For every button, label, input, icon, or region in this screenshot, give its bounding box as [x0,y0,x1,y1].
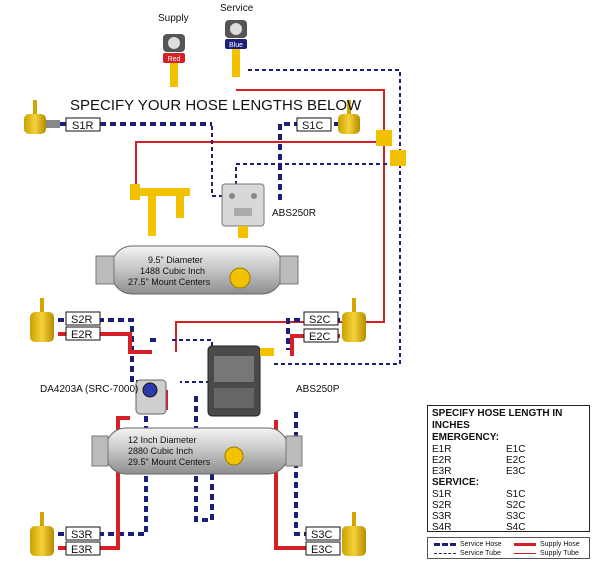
abs250p-modulator-icon [207,345,274,417]
hose-label-s2c: S2C [303,311,339,326]
spec-cell-e3r[interactable]: E3R [432,466,452,477]
supply-tube-main [135,89,385,188]
svg-text:S2C: S2C [309,314,330,326]
brake-chamber-icon-1-left [24,100,60,134]
hose-label-e3c: E3C [305,541,341,556]
spec-row: E1R E1C [432,444,585,455]
svg-text:S1R: S1R [72,120,93,132]
tank-bottom-line1: 12 Inch Diameter [128,435,197,445]
spec-row: S1R S1C [432,489,585,500]
svg-text:S3C: S3C [311,529,332,541]
spec-cell-e2r[interactable]: E2R [432,455,452,466]
legend-supply-hose: Supply Hose [514,541,580,548]
spec-cell-e1c[interactable]: E1C [506,444,526,455]
fitting-manifold-top [130,130,406,236]
brake-chamber-icon-1-right [338,100,360,134]
spec-cell-s3r[interactable]: S3R [432,511,452,522]
hose-s1c [278,122,340,200]
spec-row: S4R S4C [432,522,585,533]
supply-gladhand-label: Supply [158,13,189,24]
spec-cell-s3c[interactable]: S3C [506,511,526,522]
hose-s3c [294,412,340,536]
hose-label-s3c: S3C [305,526,341,541]
hose-legend: Service Hose Service Tube Supply Hose Su… [427,537,590,559]
supply-tube-right-vertical [175,142,385,352]
tank-top-line1: 9.5" Diameter [148,255,203,265]
svg-text:E2R: E2R [71,329,92,341]
tank-top-line3: 27.5" Mount Centers [128,277,211,287]
svg-text:E3C: E3C [311,544,332,556]
spec-service-heading: SERVICE: [432,477,480,488]
legend-supply-tube: Supply Tube [514,550,579,557]
hose-length-spec-table: SPECIFY HOSE LENGTH IN INCHES EMERGENCY:… [427,405,590,533]
spec-emergency-heading: EMERGENCY: [432,432,500,443]
abs250r-label: ABS250R [272,208,316,219]
relay-valve-label: DA4203A (SRC-7000) [40,384,138,395]
hose-label-e3r: E3R [65,541,101,556]
hose-s2c [286,318,340,350]
spec-row: E2R E2C [432,455,585,466]
legend-service-hose: Service Hose [434,541,502,548]
service-tube-left [211,126,224,197]
hose-label-s1r: S1R [65,117,101,132]
spec-table-title: SPECIFY HOSE LENGTH IN INCHES [432,408,563,431]
air-tank-top [95,245,299,295]
svg-text:S2R: S2R [71,314,92,326]
brake-chamber-icon-2-left [30,298,54,342]
abs250p-label: ABS250P [296,384,340,395]
svg-text:E3R: E3R [71,544,92,556]
hose-label-s3r: S3R [65,526,101,541]
supply-gladhand-icon: Supply Red [158,13,189,87]
tank-bottom-line3: 29.5" Mount Centers [128,457,211,467]
spec-row: S2R S2C [432,500,585,511]
supply-badge: Red [168,56,181,63]
relay-valve-icon [135,379,167,415]
service-badge: Blue [229,42,243,49]
hose-label-e2c: E2C [303,328,339,343]
spec-cell-e2c[interactable]: E2C [506,455,526,466]
hose-label-s1c: S1C [296,117,332,132]
hose-label-s2r: S2R [65,311,101,326]
spec-cell-s1c[interactable]: S1C [506,489,526,500]
spec-cell-s4r[interactable]: S4R [432,522,452,533]
spec-cell-s2c[interactable]: S2C [506,500,526,511]
brake-chamber-icon-3-right [342,512,366,556]
service-tube-relay [172,339,213,383]
hose-label-e2r: E2R [65,326,101,341]
tank-top-line2: 1488 Cubic Inch [140,266,205,276]
abs250r-valve-icon [221,183,265,238]
service-tube-right-vertical [272,164,401,365]
spec-cell-s4c[interactable]: S4C [506,522,526,533]
brake-chamber-icon-3-left [30,512,54,556]
service-gladhand-label: Service [220,3,254,14]
air-tank-bottom [91,427,303,475]
spec-cell-s2r[interactable]: S2R [432,500,452,511]
svg-text:S1C: S1C [302,120,323,132]
spec-row: E3R E3C [432,466,585,477]
spec-cell-e1r[interactable]: E1R [432,444,452,455]
brake-chamber-icon-2-right [342,298,366,342]
spec-row: S3R S3C [432,511,585,522]
legend-service-tube: Service Tube [434,550,501,557]
service-gladhand-icon: Service Blue [220,3,254,77]
spec-cell-e3c[interactable]: E3C [506,466,526,477]
svg-text:E2C: E2C [309,331,330,343]
instruction-heading: SPECIFY YOUR HOSE LENGTHS BELOW [70,97,362,114]
spec-cell-s1r[interactable]: S1R [432,489,452,500]
tank-bottom-line2: 2880 Cubic Inch [128,446,193,456]
svg-text:S3R: S3R [71,529,92,541]
